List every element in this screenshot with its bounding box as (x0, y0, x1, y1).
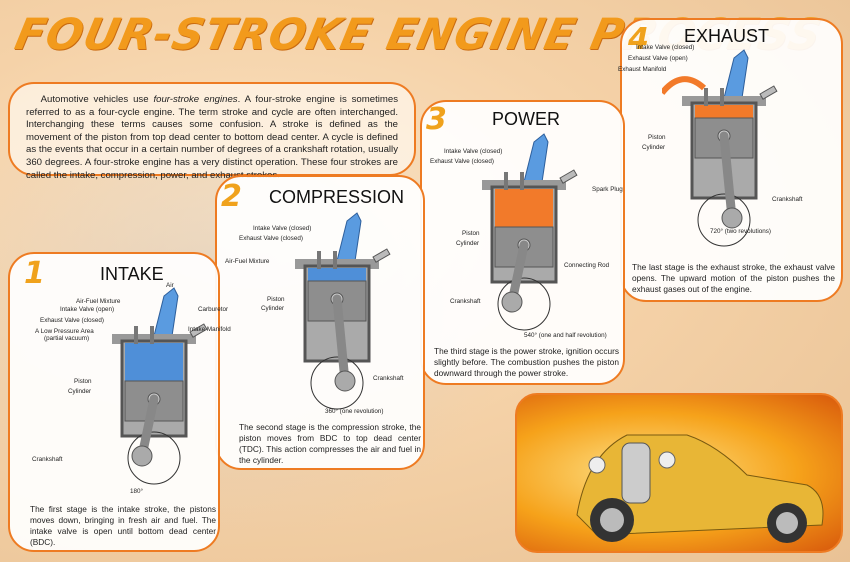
power-engine-diagram (482, 133, 578, 331)
label-air: Air (166, 282, 174, 289)
exhaust-engine-diagram (662, 49, 778, 247)
exhaust-valve (317, 251, 321, 269)
stage-degrees: 540° (one and half revolution) (524, 332, 607, 339)
intake-valve (520, 172, 524, 190)
label-intake-valve: Intake Valve (open) (60, 306, 115, 313)
label-cylinder: Cylinder (456, 240, 480, 247)
intake-valve (333, 251, 337, 269)
intake-manifold (523, 133, 549, 183)
stage-description: The last stage is the exhaust stroke, th… (632, 262, 835, 294)
crank-circle (127, 431, 181, 485)
crank-circle (697, 193, 751, 247)
stage-degrees: 180° (130, 488, 144, 495)
label-intake-valve: Intake Valve (closed) (636, 44, 695, 51)
exhaust-valve (704, 88, 708, 106)
intake-valve (150, 326, 154, 344)
label-piston: Piston (74, 378, 92, 385)
intake-engine-diagram (112, 287, 208, 485)
stage-number: 4 (628, 22, 649, 57)
combustion-chamber (125, 343, 183, 381)
intake-manifold (336, 212, 362, 262)
spark-plug (759, 85, 778, 100)
stage-number: 1 (24, 256, 45, 291)
intro-text-b: . A four-stroke engine is sometimes refe… (26, 94, 398, 181)
label-exhaust-valve: Exhaust Valve (closed) (239, 235, 303, 242)
label-crankshaft: Crankshaft (772, 196, 803, 203)
stage-degrees: 360° (one revolution) (325, 408, 384, 415)
combustion-chamber (308, 268, 366, 281)
label-spark-plug: Spark Plug (592, 186, 623, 193)
label-piston: Piston (267, 296, 285, 303)
vintage-car-photo (515, 393, 843, 553)
label-exhaust-valve: Exhaust Valve (open) (628, 55, 688, 62)
crank-circle (310, 356, 364, 410)
spark-plug (372, 248, 391, 263)
compression-engine-diagram (295, 212, 391, 410)
power-panel: 3 POWER Intake Valve (closed) Exhaust Va… (420, 100, 625, 385)
intake-manifold (723, 49, 749, 99)
label-cylinder: Cylinder (68, 388, 92, 395)
spark-plug (559, 169, 578, 184)
label-intake-valve: Intake Valve (closed) (444, 148, 503, 155)
combustion-chamber (495, 189, 553, 227)
exhaust-arrow (662, 76, 707, 95)
crank-circle (497, 277, 551, 331)
label-exhaust-valve: Exhaust Valve (closed) (430, 158, 494, 165)
stage-description: The third stage is the power stroke, ign… (434, 346, 619, 378)
stage-title: EXHAUST (684, 26, 770, 46)
label-carburetor: Carburetor (198, 306, 229, 313)
label-cylinder: Cylinder (642, 144, 666, 151)
intro-panel: Automotive vehicles use four-stroke engi… (8, 82, 416, 181)
crankshaft (334, 370, 356, 392)
label-partial-vacuum: (partial vacuum) (44, 335, 90, 342)
intro-emphasis: four-stroke engines (153, 94, 238, 105)
intake-valve (720, 88, 724, 106)
intro-text-a: Automotive vehicles use (40, 94, 154, 105)
crankshaft (131, 445, 153, 467)
label-intake-valve: Intake Valve (closed) (253, 225, 312, 232)
stage-title: INTAKE (100, 264, 164, 284)
exhaust-panel: 4 EXHAUST Intake Valve (closed) Exhaust … (618, 18, 843, 302)
stage-degrees: 720° (two revolutions) (710, 228, 771, 235)
label-piston: Piston (648, 134, 666, 141)
label-exhaust-manifold: Exhaust Manifold (618, 66, 667, 73)
label-crankshaft: Crankshaft (450, 298, 481, 305)
label-cylinder: Cylinder (261, 305, 285, 312)
stage-description: The first stage is the intake stroke, th… (30, 504, 216, 547)
label-connecting-rod: Connecting Rod (564, 262, 610, 269)
exhaust-valve (134, 326, 138, 344)
combustion-chamber (695, 105, 753, 118)
label-crankshaft: Crankshaft (373, 375, 404, 382)
label-piston: Piston (462, 230, 480, 237)
intro-text: Automotive vehicles use four-stroke engi… (26, 94, 398, 182)
crankshaft (501, 291, 523, 313)
connecting-rod (719, 131, 737, 223)
compression-panel: 2 COMPRESSION Intake Valve (closed) Exha… (215, 175, 425, 470)
label-crankshaft: Crankshaft (32, 456, 63, 463)
crankshaft (721, 207, 743, 229)
label-air-fuel-mixture: Air-Fuel Mixture (76, 298, 121, 305)
car-illustration (576, 434, 824, 543)
label-intake-manifold: Intake Manifold (188, 326, 231, 333)
stage-title: COMPRESSION (269, 187, 405, 207)
intake-panel: 1 INTAKE Air Air-Fuel Mixture Intake Val… (8, 252, 231, 552)
label-low-pressure-area: A Low Pressure Area (35, 328, 94, 335)
label-air-fuel-mixture: Air-Fuel Mixture (225, 258, 270, 265)
connecting-rod (332, 294, 350, 386)
stage-description: The second stage is the compression stro… (239, 422, 421, 465)
spark-plug (189, 323, 208, 338)
intake-manifold (153, 287, 179, 337)
stage-number: 3 (426, 102, 447, 137)
label-exhaust-valve: Exhaust Valve (closed) (40, 317, 104, 324)
stage-title: POWER (492, 109, 561, 129)
exhaust-valve (504, 172, 508, 190)
stage-number: 2 (221, 179, 242, 214)
